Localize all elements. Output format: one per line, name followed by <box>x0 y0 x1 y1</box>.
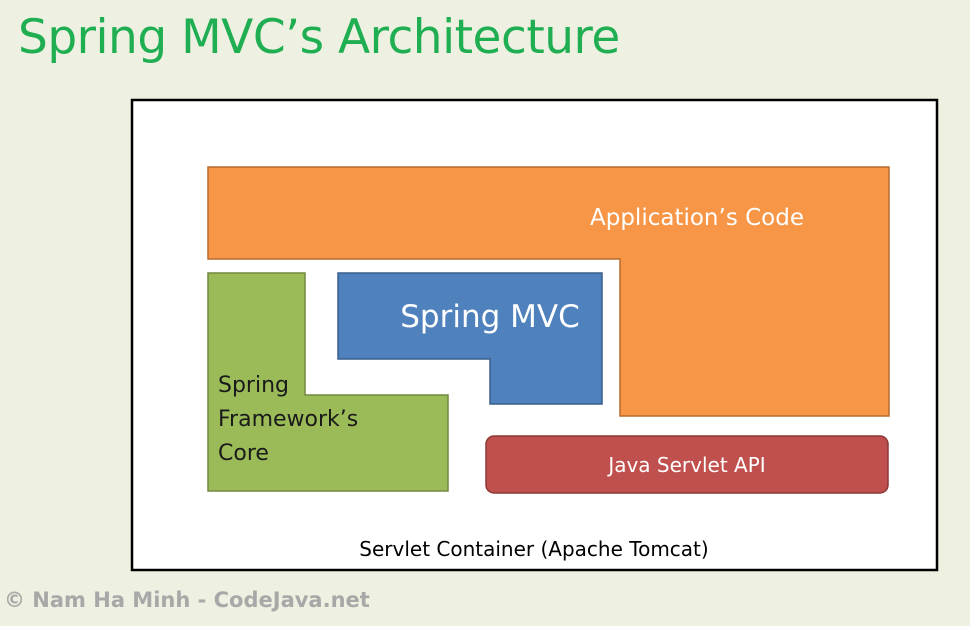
application-code-label: Application’s Code <box>590 205 804 231</box>
application-code-block <box>207 166 890 417</box>
spring-core-block <box>207 272 449 492</box>
spring-core-label-line-1: Spring <box>218 373 289 398</box>
servlet-api-block <box>485 435 889 494</box>
spring-core-label-line-2: Framework’s <box>218 407 358 432</box>
spring-mvc-label: Spring MVC <box>400 299 580 335</box>
copyright-footer: © Nam Ha Minh - CodeJava.net <box>4 588 370 612</box>
servlet-container-label: Servlet Container (Apache Tomcat) <box>359 537 708 561</box>
spring-core-label-line-3: Core <box>218 441 269 466</box>
servlet-api-label: Java Servlet API <box>606 453 765 477</box>
spring-mvc-block <box>337 272 603 405</box>
slide-title: Spring MVC’s Architecture <box>18 10 620 65</box>
